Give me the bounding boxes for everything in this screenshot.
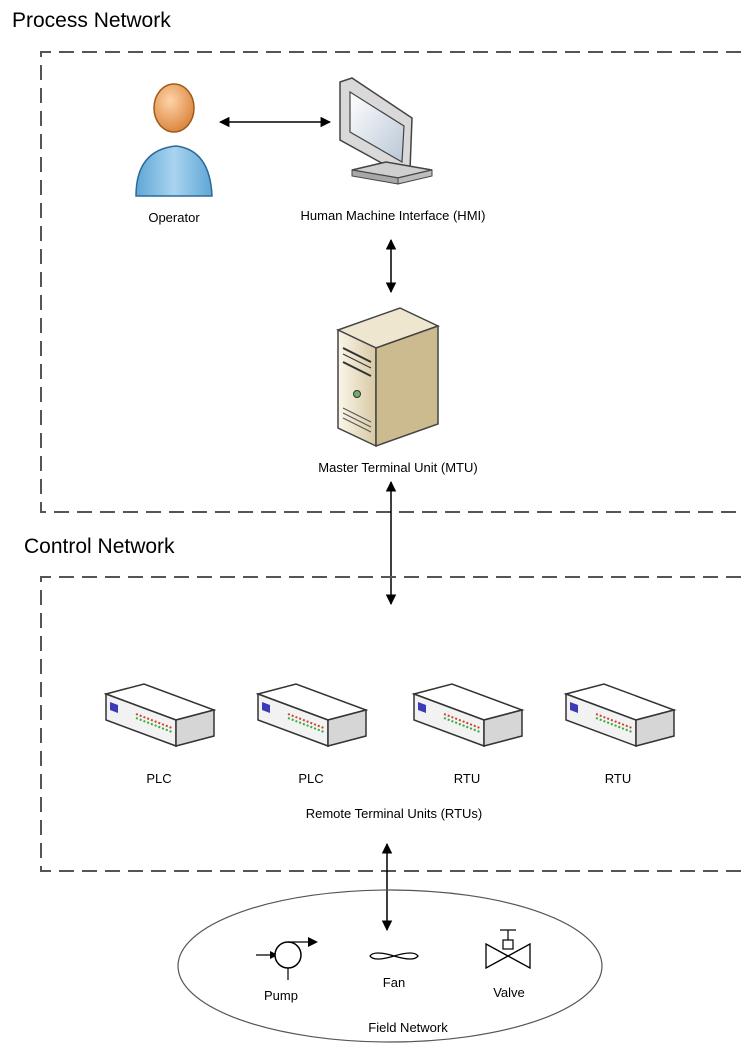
hmi-label: Human Machine Interface (HMI)	[301, 208, 486, 223]
operator-icon	[135, 83, 213, 197]
control-network-title: Control Network	[24, 535, 175, 558]
plc-device-icon	[103, 683, 217, 748]
rtu-device-icon	[411, 683, 525, 748]
hmi-monitor-icon	[339, 77, 433, 185]
pump-icon	[256, 937, 318, 980]
field-network-title: Field Network	[368, 1020, 448, 1035]
rtu-device-icon	[563, 683, 677, 748]
plc-device-icon	[255, 683, 369, 748]
fan-icon	[369, 952, 419, 960]
pump-label: Pump	[264, 988, 298, 1003]
process-network-title: Process Network	[12, 9, 171, 32]
fan-label: Fan	[383, 975, 405, 990]
mtu-label: Master Terminal Unit (MTU)	[318, 460, 477, 475]
device-label: RTU	[454, 771, 480, 786]
device-label: RTU	[605, 771, 631, 786]
field-network-boundary	[177, 889, 603, 1043]
valve-icon	[485, 929, 531, 970]
device-label: PLC	[298, 771, 323, 786]
mtu-server-icon	[336, 307, 440, 448]
device-label: PLC	[146, 771, 171, 786]
operator-label: Operator	[148, 210, 200, 225]
rtu-group-label: Remote Terminal Units (RTUs)	[306, 806, 483, 821]
valve-label: Valve	[493, 985, 525, 1000]
